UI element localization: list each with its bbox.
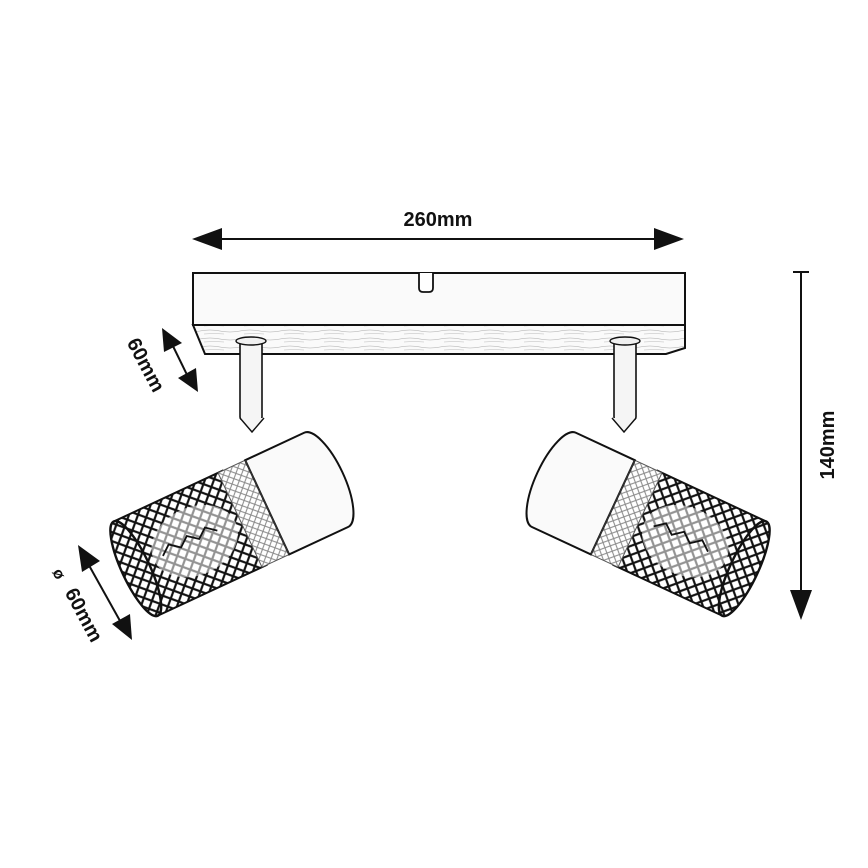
base-depth-label: 60mm [122, 334, 169, 395]
arrow-up-icon [162, 328, 182, 352]
width-dimension: 260mm [192, 209, 684, 250]
arrow-left-icon [192, 228, 222, 250]
diameter-symbol: ø [48, 566, 68, 583]
arrow-up-icon [78, 545, 100, 572]
width-label: 260mm [404, 209, 473, 231]
right-spotlight [525, 336, 771, 618]
height-label: 140mm [817, 411, 839, 480]
arrow-down-icon [112, 614, 132, 640]
height-dimension: 140mm [790, 271, 839, 620]
shade-diameter-label: 60mm [60, 584, 107, 645]
arrow-down-icon [790, 590, 812, 620]
wooden-base [191, 272, 686, 355]
arrow-down-icon [178, 368, 198, 392]
base-depth-dimension: 60mm [122, 328, 198, 396]
arrow-right-icon [654, 228, 684, 250]
left-spotlight [109, 336, 355, 618]
